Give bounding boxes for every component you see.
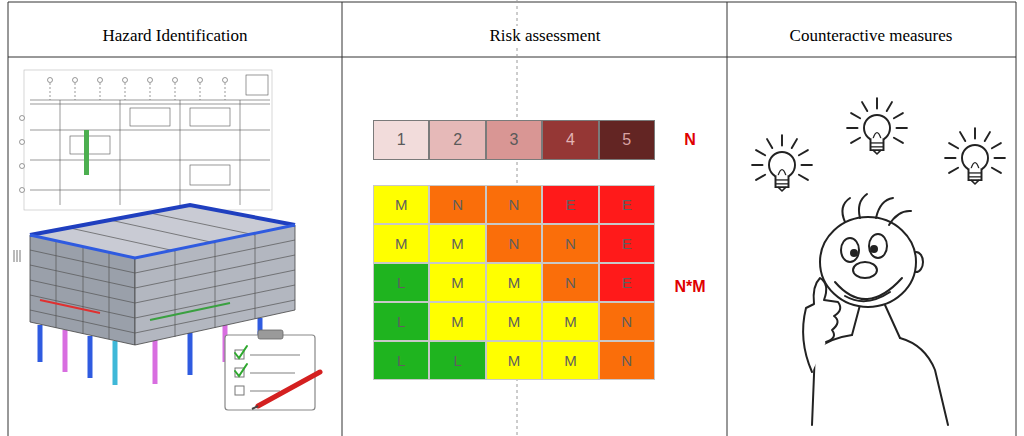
cell-text: M: [564, 313, 577, 330]
cell-text: E: [622, 196, 632, 213]
risk-matrix-cell: L: [373, 302, 429, 341]
scale-cell: 1: [373, 120, 429, 160]
scale-cell: 5: [599, 120, 655, 160]
risk-matrix-cell: E: [599, 263, 655, 302]
risk-matrix-cell: E: [542, 185, 598, 224]
label-text: N: [684, 131, 696, 148]
cell-text: L: [397, 274, 405, 291]
column-header: Risk assessment: [487, 26, 604, 46]
scale-cell: 4: [542, 120, 598, 160]
cell-text: M: [508, 352, 521, 369]
risk-matrix-cell: N: [486, 185, 542, 224]
risk-matrix-cell: M: [542, 302, 598, 341]
light-bulb: [945, 128, 1005, 184]
cell-text: M: [508, 313, 521, 330]
cell-text: M: [508, 274, 521, 291]
cell-text: N: [621, 352, 632, 369]
clipboard-icon: [225, 330, 320, 410]
cell-text: E: [622, 235, 632, 252]
matrix-label: N*M: [671, 278, 708, 296]
risk-matrix-cell: M: [373, 185, 429, 224]
risk-matrix-cell: E: [599, 185, 655, 224]
risk-matrix-cell: M: [429, 263, 485, 302]
risk-matrix-cell: M: [486, 302, 542, 341]
risk-matrix-cell: L: [429, 341, 485, 380]
light-bulb: [847, 98, 907, 154]
risk-matrix-cell: E: [599, 224, 655, 263]
risk-matrix-cell: N: [486, 224, 542, 263]
cell-text: M: [451, 274, 464, 291]
column-header: Hazard Identification: [100, 26, 251, 46]
cell-text: M: [564, 352, 577, 369]
label-text: Counteractive measures: [790, 26, 953, 45]
scale-cell: 2: [429, 120, 485, 160]
cell-text: N: [452, 196, 463, 213]
risk-matrix-cell: L: [373, 341, 429, 380]
cell-text: M: [395, 235, 408, 252]
column-header: Counteractive measures: [787, 26, 956, 46]
risk-matrix-cell: M: [429, 224, 485, 263]
cell-text: N: [565, 274, 576, 291]
cell-text: 3: [510, 131, 519, 149]
risk-matrix-cell: M: [429, 302, 485, 341]
light-bulb: [752, 135, 812, 191]
cell-text: L: [453, 352, 461, 369]
scale-cell: 3: [486, 120, 542, 160]
cell-text: N: [565, 235, 576, 252]
label-text: Hazard Identification: [103, 26, 248, 45]
cell-text: M: [395, 196, 408, 213]
table-frame: [8, 2, 1016, 436]
cell-text: N: [509, 196, 520, 213]
cell-text: E: [622, 274, 632, 291]
cell-text: 4: [566, 131, 575, 149]
cell-text: 1: [397, 131, 406, 149]
label-text: Risk assessment: [490, 26, 601, 45]
risk-matrix-cell: N: [599, 341, 655, 380]
risk-matrix-cell: N: [542, 263, 598, 302]
cell-text: L: [397, 352, 405, 369]
risk-matrix-cell: M: [542, 341, 598, 380]
risk-matrix-cell: M: [486, 341, 542, 380]
plan-marker: [14, 250, 20, 262]
risk-matrix-cell: N: [599, 302, 655, 341]
cell-text: E: [565, 196, 575, 213]
cell-text: L: [397, 313, 405, 330]
label-text: N*M: [674, 278, 705, 295]
risk-matrix-cell: L: [373, 263, 429, 302]
floor-plan-drawing: [20, 70, 273, 210]
cell-text: N: [621, 313, 632, 330]
risk-matrix-cell: N: [429, 185, 485, 224]
risk-matrix-cell: M: [373, 224, 429, 263]
cell-text: 5: [622, 131, 631, 149]
risk-matrix-cell: M: [486, 263, 542, 302]
scale-label: N: [681, 131, 699, 149]
cartoon-figure: [803, 194, 948, 425]
cell-text: 2: [453, 131, 462, 149]
cell-text: M: [451, 235, 464, 252]
risk-matrix-cell: N: [542, 224, 598, 263]
cell-text: M: [451, 313, 464, 330]
cell-text: N: [509, 235, 520, 252]
